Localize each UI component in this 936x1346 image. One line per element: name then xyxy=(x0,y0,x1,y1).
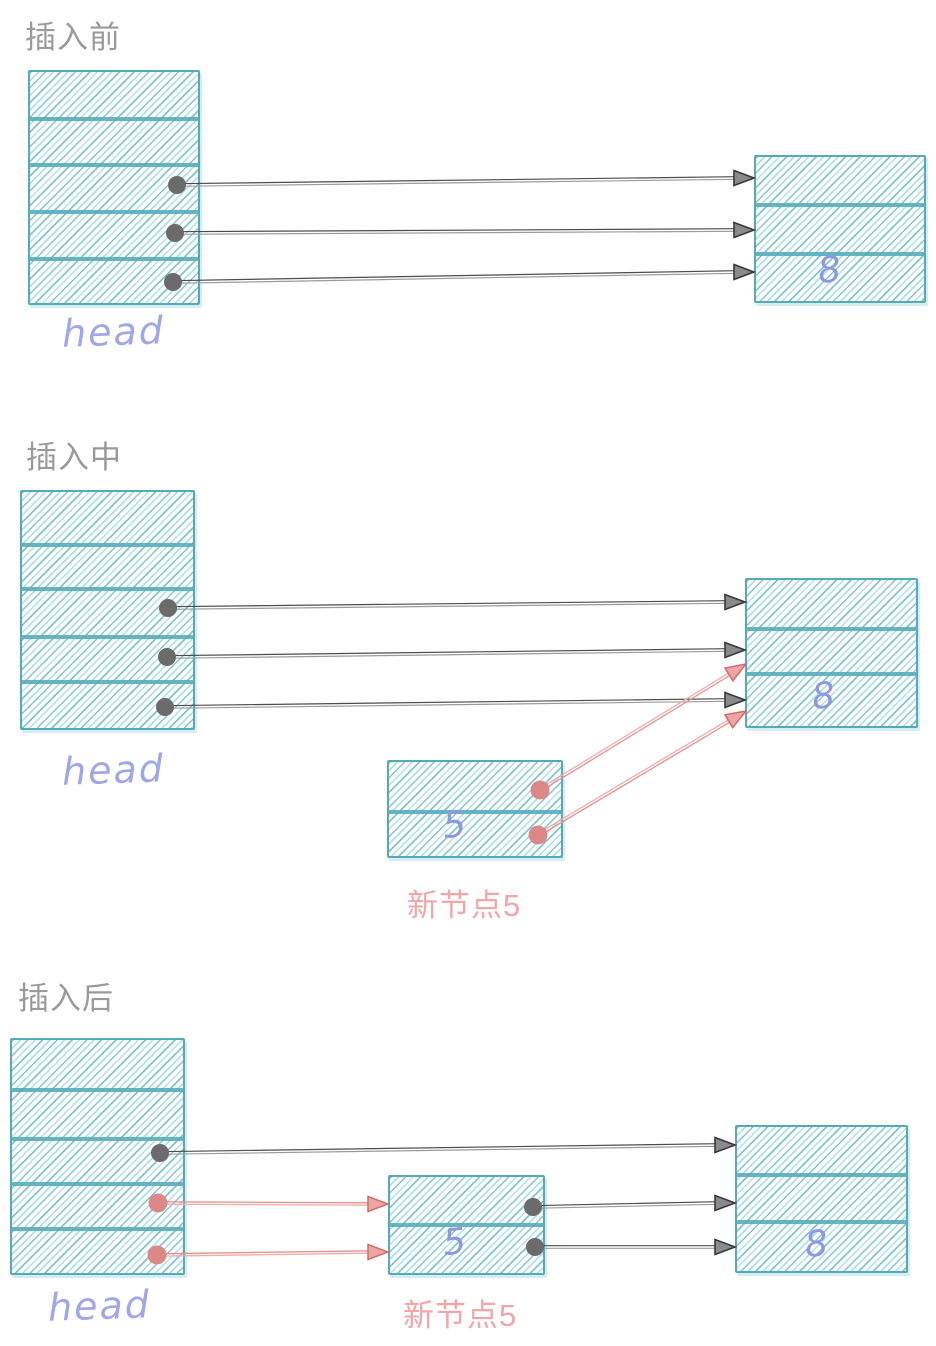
section-before-title: 插入前 xyxy=(25,20,121,55)
node8-before xyxy=(754,155,926,303)
row-divider xyxy=(736,1220,907,1224)
row-divider xyxy=(21,680,194,684)
node5-value-after: 5 xyxy=(440,1220,468,1265)
row-divider xyxy=(389,1223,544,1227)
new-node-caption-after: 新节点5 xyxy=(403,1298,518,1333)
row-divider xyxy=(21,587,194,591)
head-label-during: head xyxy=(61,746,166,794)
arrow-after-5top-to-8 xyxy=(532,1194,738,1212)
row-divider xyxy=(29,210,199,214)
red-arrow-after-level5-to-5 xyxy=(156,1243,391,1261)
red-arrow-during-5top-to-8 xyxy=(538,662,748,792)
arrow-during-level5-to-8 xyxy=(164,691,748,709)
row-divider xyxy=(29,117,199,121)
row-divider xyxy=(29,163,199,167)
row-divider xyxy=(755,203,925,207)
arrow-during-level3-to-8 xyxy=(167,593,748,611)
section-after-title: 插入后 xyxy=(18,981,114,1016)
arrow-after-5bottom-to-8 xyxy=(535,1238,738,1256)
arrow-before-level4-to-8 xyxy=(174,221,757,239)
red-arrow-after-level4-to-5 xyxy=(157,1195,391,1213)
row-divider xyxy=(21,635,194,639)
node8-during xyxy=(745,578,918,728)
node5-value-during: 5 xyxy=(440,803,468,848)
row-divider xyxy=(29,257,199,261)
row-divider xyxy=(21,543,194,547)
section-during-title: 插入中 xyxy=(26,440,122,475)
row-divider xyxy=(746,627,917,631)
arrow-after-level3-to-8 xyxy=(159,1136,738,1155)
node8-value-after: 8 xyxy=(802,1222,830,1267)
head-label-before: head xyxy=(61,308,166,356)
head-label-after: head xyxy=(47,1282,152,1330)
head-node-before xyxy=(28,70,200,305)
head-node-during xyxy=(20,490,195,730)
row-divider xyxy=(11,1088,184,1092)
row-divider xyxy=(11,1182,184,1186)
row-divider xyxy=(388,810,562,814)
row-divider xyxy=(11,1227,184,1231)
node8-value-during: 8 xyxy=(809,674,837,719)
arrow-before-level3-to-8 xyxy=(176,169,757,187)
row-divider xyxy=(11,1137,184,1141)
red-arrow-during-5bottom-to-8 xyxy=(536,709,748,837)
arrow-during-level4-to-8 xyxy=(166,641,748,659)
arrow-before-level5-to-8 xyxy=(172,263,757,284)
node5-after xyxy=(388,1175,545,1275)
node8-value-before: 8 xyxy=(815,248,843,293)
row-divider xyxy=(746,672,917,676)
head-node-after xyxy=(10,1038,185,1275)
new-node-caption-during: 新节点5 xyxy=(407,888,522,923)
node5-during xyxy=(387,760,563,858)
row-divider xyxy=(736,1173,907,1177)
node8-after xyxy=(735,1125,908,1273)
row-divider xyxy=(755,252,925,256)
